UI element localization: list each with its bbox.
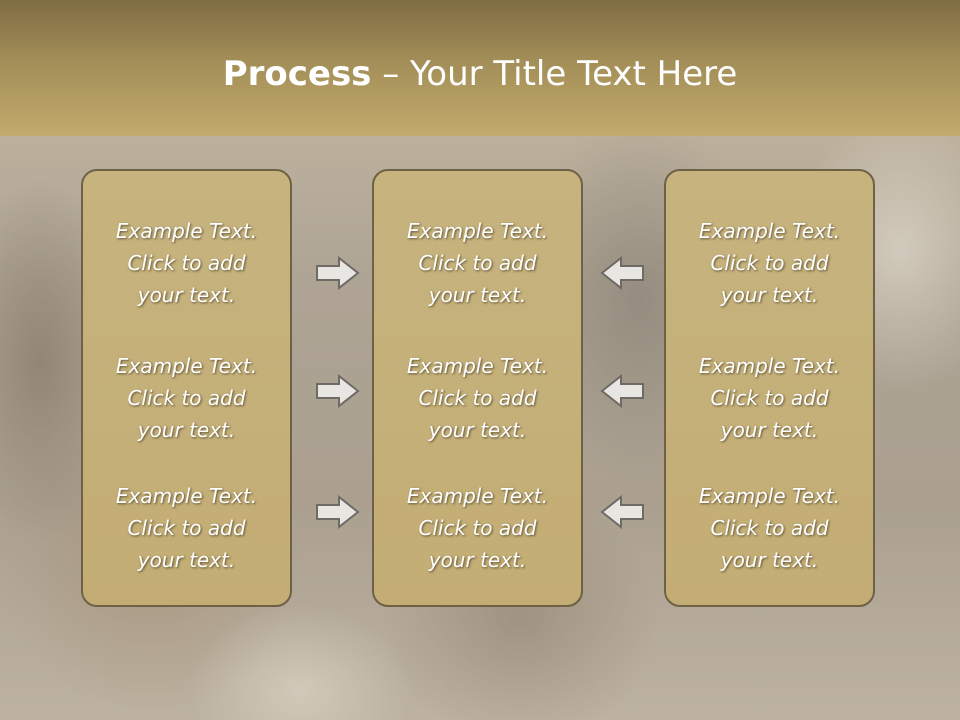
text-line: your text. xyxy=(720,548,819,572)
text-line: Click to add xyxy=(127,386,246,410)
title-bold: Process xyxy=(222,54,372,94)
process-box-right[interactable]: Example Text. Click to add your text. Ex… xyxy=(664,169,875,607)
text-placeholder[interactable]: Example Text. Click to add your text. xyxy=(83,350,290,446)
arrow-right-icon[interactable] xyxy=(315,373,361,409)
text-placeholder[interactable]: Example Text. Click to add your text. xyxy=(666,215,873,311)
text-line: Example Text. xyxy=(698,219,841,243)
process-box-center[interactable]: Example Text. Click to add your text. Ex… xyxy=(372,169,583,607)
text-line: your text. xyxy=(720,418,819,442)
text-line: Click to add xyxy=(710,516,829,540)
text-line: Click to add xyxy=(710,251,829,275)
text-line: Example Text. xyxy=(698,354,841,378)
text-placeholder[interactable]: Example Text. Click to add your text. xyxy=(666,480,873,576)
text-placeholder[interactable]: Example Text. Click to add your text. xyxy=(374,480,581,576)
arrow-left-icon[interactable] xyxy=(599,255,645,291)
title-rest: – Your Title Text Here xyxy=(371,54,738,94)
text-line: your text. xyxy=(428,418,527,442)
text-line: Click to add xyxy=(710,386,829,410)
text-line: your text. xyxy=(137,283,236,307)
text-line: Click to add xyxy=(418,386,537,410)
text-line: Example Text. xyxy=(406,354,549,378)
text-line: Click to add xyxy=(418,251,537,275)
text-line: your text. xyxy=(137,548,236,572)
text-line: Click to add xyxy=(418,516,537,540)
text-line: Example Text. xyxy=(115,354,258,378)
text-line: your text. xyxy=(137,418,236,442)
title-bar: Process – Your Title Text Here xyxy=(0,0,960,136)
text-placeholder[interactable]: Example Text. Click to add your text. xyxy=(666,350,873,446)
text-placeholder[interactable]: Example Text. Click to add your text. xyxy=(83,215,290,311)
text-line: your text. xyxy=(428,283,527,307)
text-line: Example Text. xyxy=(698,484,841,508)
text-placeholder[interactable]: Example Text. Click to add your text. xyxy=(374,215,581,311)
text-line: your text. xyxy=(720,283,819,307)
arrow-left-icon[interactable] xyxy=(599,494,645,530)
text-placeholder[interactable]: Example Text. Click to add your text. xyxy=(374,350,581,446)
slide-title[interactable]: Process – Your Title Text Here xyxy=(0,52,960,96)
arrow-left-icon[interactable] xyxy=(599,373,645,409)
text-placeholder[interactable]: Example Text. Click to add your text. xyxy=(83,480,290,576)
arrow-right-icon[interactable] xyxy=(315,255,361,291)
text-line: Example Text. xyxy=(406,219,549,243)
text-line: Click to add xyxy=(127,516,246,540)
arrow-right-icon[interactable] xyxy=(315,494,361,530)
text-line: Example Text. xyxy=(115,484,258,508)
text-line: Example Text. xyxy=(115,219,258,243)
text-line: your text. xyxy=(428,548,527,572)
text-line: Example Text. xyxy=(406,484,549,508)
text-line: Click to add xyxy=(127,251,246,275)
process-box-left[interactable]: Example Text. Click to add your text. Ex… xyxy=(81,169,292,607)
